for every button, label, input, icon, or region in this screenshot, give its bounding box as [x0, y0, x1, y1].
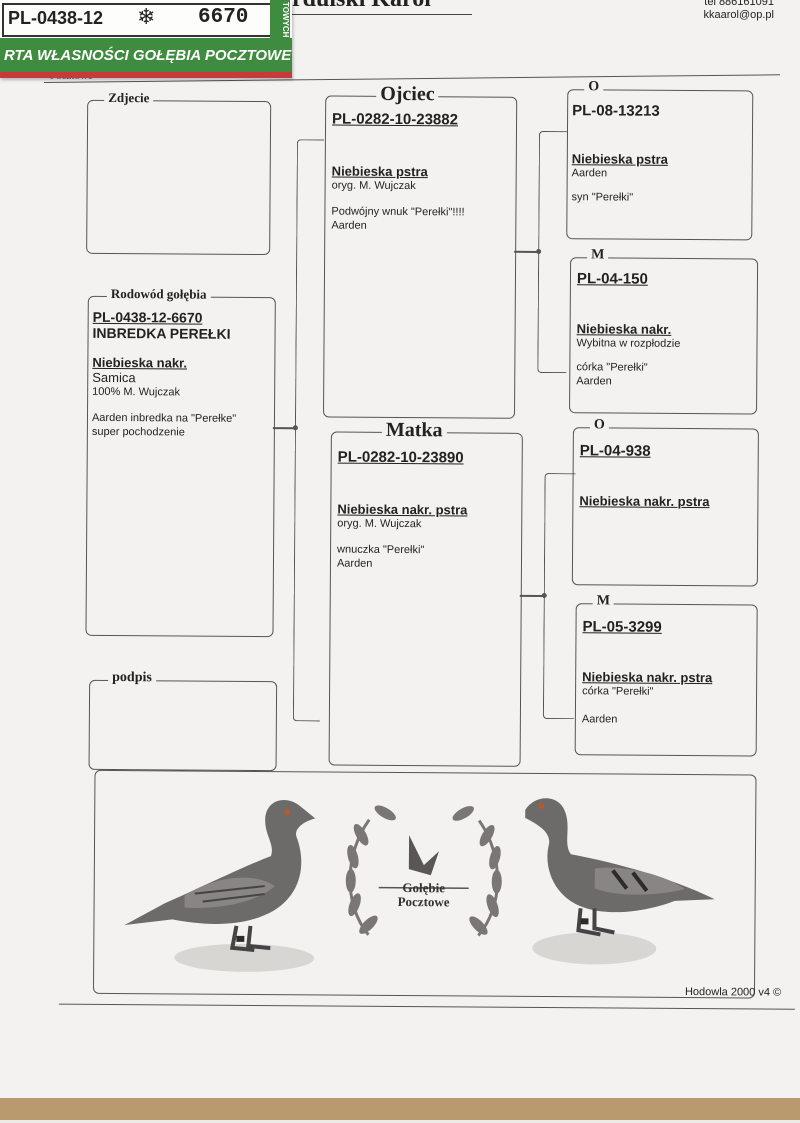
mm-note-1: córka "Perełki": [582, 685, 654, 698]
pigeon-color: Niebieska nakr.: [92, 354, 188, 371]
ff-box: O PL-08-13213 Niebieska pstra Aarden syn…: [566, 79, 754, 241]
fm-box: M PL-04-150 Niebieska nakr. Wybitna w ro…: [569, 247, 759, 415]
phone-text: tel 886161091: [704, 0, 774, 8]
pigeon-sex: Samica: [92, 369, 136, 386]
pigeon-box: Rodowód gołębia PL-0438-12-6670 INBREDKA…: [85, 285, 276, 638]
logo-text: Gołębie Pocztowe: [387, 880, 461, 910]
mf-box: O PL-04-938 Niebieska nakr. pstra: [571, 417, 759, 587]
father-connector-line: [514, 250, 539, 253]
father-connector-dot: [536, 248, 542, 254]
father-color: Niebieska pstra: [331, 163, 428, 180]
father-box: Ojciec PL-0282-10-23882 Niebieska pstra …: [322, 82, 518, 419]
pigeon-note-2: super pochodzenie: [91, 425, 185, 439]
connector-dot: [292, 425, 298, 431]
photo-box-label: Zdjecie: [104, 89, 154, 107]
connector-line: [272, 427, 295, 429]
fm-label: M: [587, 247, 609, 264]
mother-note-2: Aarden: [336, 557, 373, 570]
pigeon-box-label: Rodowód gołębia: [106, 285, 211, 303]
illustration-box: Gołębie Pocztowe: [92, 769, 757, 999]
card-red-band: [0, 72, 292, 78]
mm-color: Niebieska nakr. pstra: [582, 669, 713, 686]
footer-divider: [58, 1003, 795, 1010]
owner-name: rdulski Karol: [292, 0, 431, 13]
card-ring-code: PL-0438-12: [8, 8, 104, 28]
pigeon-name: INBREDKA PEREŁKI: [92, 324, 231, 342]
ff-note-1: Aarden: [571, 167, 608, 180]
email-text: kkaarol@op.pl: [703, 9, 774, 21]
mm-label: M: [592, 593, 614, 610]
snowflake-icon: ❄: [137, 4, 156, 29]
mm-note-2: Aarden: [581, 713, 618, 726]
signature-label: podpis: [108, 669, 156, 687]
ff-note-2: syn "Perełki": [571, 191, 634, 204]
owner-underline: [292, 14, 472, 15]
table-surface: [0, 1098, 800, 1120]
pigeon-right-illustration: [525, 798, 715, 965]
parents-connector: [292, 139, 324, 722]
mother-connector-line: [519, 594, 544, 597]
mf-color: Niebieska nakr. pstra: [579, 493, 710, 510]
mf-ring: PL-04-938: [579, 442, 651, 460]
mother-label: Matka: [381, 418, 447, 443]
father-origin: oryg. M. Wujczak: [331, 179, 416, 193]
mother-ring: PL-0282-10-23890: [337, 448, 464, 467]
mm-box: M PL-05-3299 Niebieska nakr. pstra córka…: [574, 593, 758, 757]
card-green-band: [0, 38, 292, 72]
pigeon-note-1: Aarden inbredka na "Perełke": [91, 411, 237, 425]
card-top-band: [0, 0, 292, 40]
ff-color: Niebieska pstra: [571, 151, 668, 167]
photo-box: Zdjecie: [86, 89, 272, 256]
fm-note-1: Wybitna w rozpłodzie: [576, 337, 681, 350]
mother-color: Niebieska nakr. pstra: [337, 501, 468, 518]
father-label: Ojciec: [376, 82, 439, 107]
mother-box: Matka PL-0282-10-23890 Niebieska nakr. p…: [328, 418, 523, 767]
pigeon-left-illustration: [124, 800, 316, 972]
ff-ring: PL-08-13213: [572, 102, 660, 120]
pigeon-ring: PL-0438-12-6670: [92, 308, 203, 326]
mother-connector-dot: [541, 592, 547, 599]
fm-note-3: Aarden: [576, 375, 612, 388]
software-version: Hodowla 2000 v4 ©: [684, 986, 782, 999]
mother-origin: oryg. M. Wujczak: [337, 517, 422, 531]
fm-ring: PL-04-150: [576, 270, 648, 288]
mother-note-1: wnuczka "Perełki": [337, 543, 425, 557]
card-title: RTA WŁASNOŚCI GOŁĘBIA POCZTOWEGO: [4, 47, 292, 64]
contact-info: tel 886161091 kkaarol@op.pl: [704, 0, 774, 22]
father-ring: PL-0282-10-23882: [332, 110, 459, 129]
father-note-2: Aarden: [331, 219, 367, 232]
father-parents-connector: [537, 130, 568, 374]
ownership-card: PL-0438-12 ❄ 6670 TOWYCH RTA WŁASNOŚCI G…: [0, 0, 292, 78]
fm-color: Niebieska nakr.: [576, 321, 672, 337]
fm-note-2: córka "Perełki": [576, 361, 648, 374]
father-note-1: Podwójny wnuk "Perełki"!!!!: [331, 205, 465, 219]
card-side-text: TOWYCH: [270, 0, 290, 40]
logo-line-2: Pocztowe: [397, 893, 450, 910]
signature-box: podpis: [88, 669, 278, 772]
mother-parents-connector: [542, 473, 576, 720]
ff-label: O: [584, 79, 604, 96]
pigeon-breed: 100% M. Wujczak: [92, 385, 181, 399]
laurel-logo: [345, 805, 502, 937]
mm-ring: PL-05-3299: [582, 618, 662, 636]
card-ring-number: 6670: [198, 6, 249, 29]
mf-label: O: [589, 417, 609, 434]
